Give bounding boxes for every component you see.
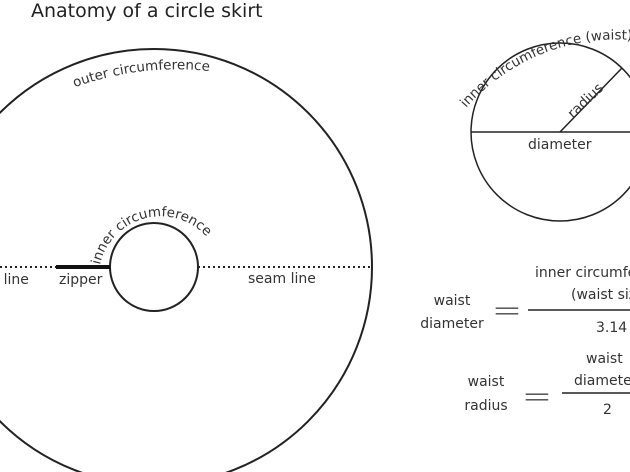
formula-waist-diameter: waist diameter = inner circumference (wa… xyxy=(420,265,630,336)
left-seam-label: seam line xyxy=(0,272,29,288)
diagram-title: Anatomy of a circle skirt xyxy=(31,0,263,22)
outer-circumference-label: outer circumference xyxy=(71,57,211,91)
formula2-equals: = xyxy=(522,376,552,417)
formula1-numerator-line2: (waist size) xyxy=(571,287,630,303)
zipper-label: zipper xyxy=(59,272,103,288)
formula2-numerator-line1: waist xyxy=(586,351,623,367)
formula-waist-radius: waist radius = waist diameter 2 xyxy=(464,351,630,418)
formula1-lhs-line2: diameter xyxy=(420,316,484,332)
radius-line xyxy=(559,67,623,133)
radius-label: radius xyxy=(565,80,607,122)
diameter-label: diameter xyxy=(528,137,592,153)
formula2-denominator: 2 xyxy=(603,402,612,418)
formula2-lhs-line1: waist xyxy=(468,374,505,390)
formula1-equals: = xyxy=(492,290,522,331)
inner-circle xyxy=(109,222,199,312)
formula1-numerator-line1: inner circumference xyxy=(535,265,630,281)
formula1-lhs-line1: waist xyxy=(434,293,471,309)
right-seam-label: seam line xyxy=(248,271,316,287)
reference-arc-label: inner circumference (waist) xyxy=(457,27,630,110)
formula2-numerator-line2: diameter xyxy=(574,373,630,389)
formula2-lhs-line2: radius xyxy=(464,398,507,414)
skirt-pattern: outer circumference inner circumference … xyxy=(0,48,373,472)
outer-circle xyxy=(0,48,373,472)
formula1-denominator: 3.14 xyxy=(596,320,627,336)
reference-circle: inner circumference (waist) radius diame… xyxy=(457,27,630,222)
